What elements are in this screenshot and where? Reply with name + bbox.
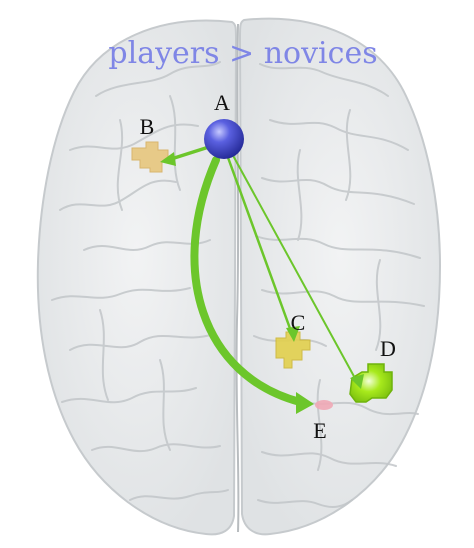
arrow-a-to-b [166,144,214,162]
node-label-b: B [140,114,155,139]
node-e-region [315,400,333,410]
arrowhead-d [350,374,364,389]
arrowhead-c [286,326,300,342]
node-d-region [349,363,393,403]
node-label-d: D [380,336,396,361]
brain-outline [36,17,442,536]
arrowhead-b [160,152,176,166]
figure-title: players > novices [108,36,377,71]
left-hemisphere [36,19,238,536]
node-label-e: E [313,418,326,443]
arrow-heads [160,152,364,414]
midline-fissure [235,23,240,533]
connection-arrows [166,144,357,406]
right-hemisphere [238,17,442,536]
arrow-a-to-d [229,149,357,381]
node-a-sphere [204,119,244,159]
node-label-a: A [214,90,230,115]
node-label-c: C [291,310,306,335]
arrowhead-e [296,392,314,414]
arrow-a-to-e [190,156,304,406]
arrow-a-to-c [224,150,294,336]
